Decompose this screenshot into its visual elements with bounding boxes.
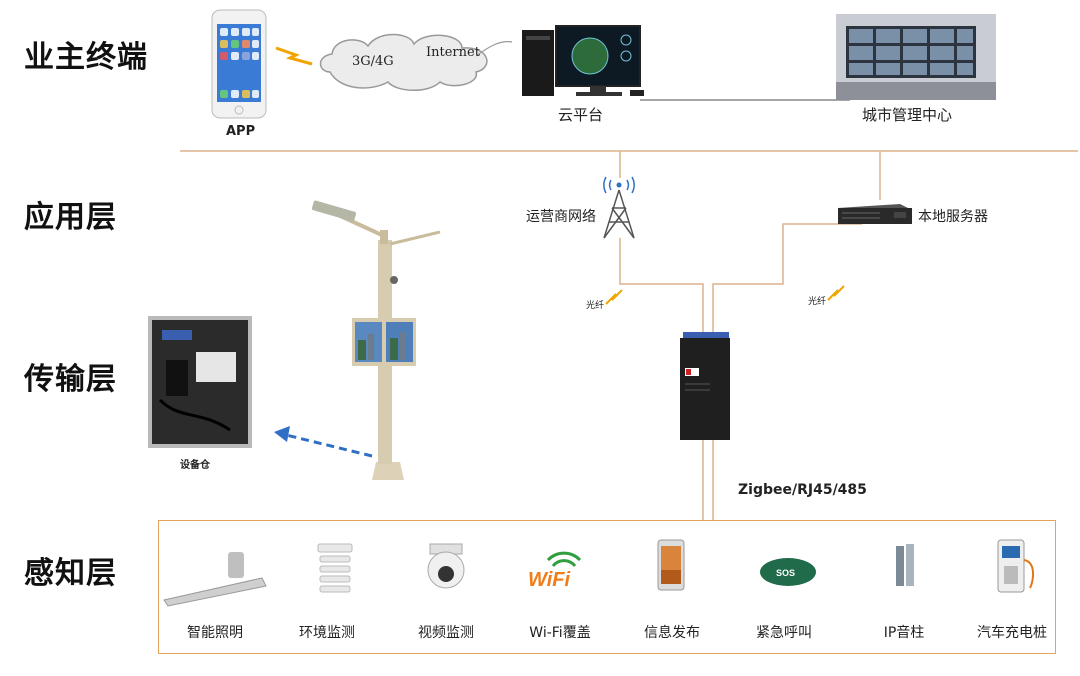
control-center-icon <box>836 14 996 100</box>
equipment-cabinet-icon <box>148 316 252 448</box>
sensor-label-ev-charger: 汽车充电桩 <box>977 625 1047 641</box>
fiber-lightning-icon-1 <box>605 289 623 305</box>
cloud-text-3g4g: 3G/4G <box>352 54 394 69</box>
equipment-arrow <box>281 432 373 458</box>
sensor-label-wifi: Wi-Fi覆盖 <box>529 625 591 641</box>
sensor-label-environment: 环境监测 <box>299 625 355 641</box>
sensor-label-lighting: 智能照明 <box>187 625 243 641</box>
app-label: APP <box>226 124 256 139</box>
fiber-label-1: 光纤 <box>586 301 605 311</box>
operator-network-label: 运营商网络 <box>526 209 596 225</box>
layer-title-owner: 业主终端 <box>24 40 148 75</box>
fiber-lightning-icon-2 <box>827 285 845 301</box>
layer-title-perception: 感知层 <box>24 556 117 591</box>
perception-devices-box <box>158 520 1056 654</box>
fiber-label-2: 光纤 <box>808 297 827 307</box>
sensor-label-emergency: 紧急呼叫 <box>756 625 812 641</box>
rack-server-icon <box>838 204 912 224</box>
layer-title-application: 应用层 <box>24 200 117 235</box>
sensor-label-video: 视频监测 <box>418 625 474 641</box>
desktop-computer-icon <box>522 25 644 96</box>
cell-tower-icon <box>603 176 635 239</box>
cloud-platform-label: 云平台 <box>558 106 604 124</box>
wireless-lightning-icon <box>275 46 313 66</box>
smart-pole-icon <box>311 200 441 480</box>
sensor-label-info: 信息发布 <box>644 625 700 641</box>
local-server-label: 本地服务器 <box>918 209 988 225</box>
city-center-label: 城市管理中心 <box>862 106 953 124</box>
internet-cloud-icon <box>319 33 513 91</box>
sensor-label-speaker: IP音柱 <box>883 625 925 641</box>
protocols-label: Zigbee/RJ45/485 <box>738 482 867 498</box>
cloud-text-internet: Internet <box>426 45 480 60</box>
equipment-cabinet-label: 设备仓 <box>180 460 210 471</box>
smartphone-icon <box>211 9 267 119</box>
gateway-device-icon <box>680 332 730 440</box>
layer-title-transport: 传输层 <box>24 362 117 397</box>
